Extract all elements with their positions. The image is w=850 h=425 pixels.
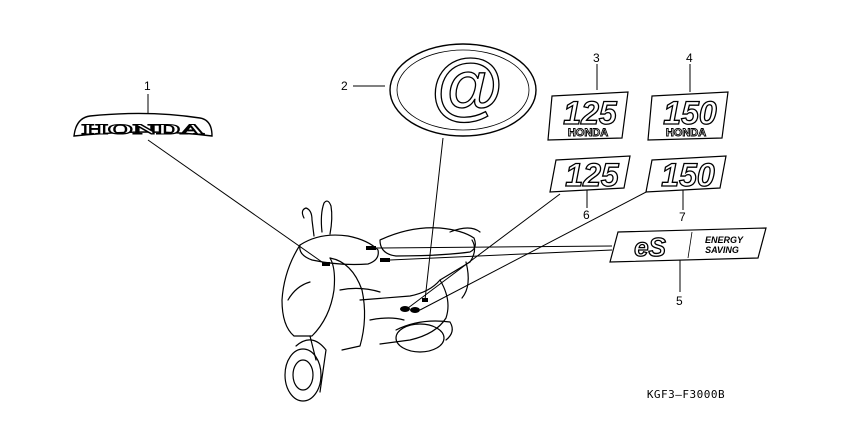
decal-125-number: 125 xyxy=(563,95,618,131)
leader-5b xyxy=(389,249,613,261)
callout-numbers: 1 2 3 4 5 6 7 xyxy=(144,51,693,308)
callout-1: 1 xyxy=(144,79,151,93)
callout-4: 4 xyxy=(686,51,693,65)
decal-150-honda: 150 HONDA xyxy=(647,91,729,141)
energy-saving-logo: eS xyxy=(634,232,666,262)
callout-3: 3 xyxy=(593,51,600,65)
placement-mark-5b xyxy=(380,258,390,262)
decal-honda-emblem: HONDA xyxy=(73,112,213,139)
placement-mark-6 xyxy=(400,306,410,312)
leader-lines xyxy=(147,64,691,311)
placement-mark-7 xyxy=(410,307,420,313)
diagram-code: KGF3–F3000B xyxy=(647,388,725,401)
decal-energy-saving: eS ENERGY SAVING xyxy=(609,227,767,263)
decal-150: 150 xyxy=(645,155,727,194)
placement-mark-1 xyxy=(322,262,330,266)
scooter-illustration xyxy=(281,200,481,402)
leader-2 xyxy=(424,137,444,301)
decal-150-brand: HONDA xyxy=(666,127,706,139)
leader-1 xyxy=(147,139,323,263)
honda-emblem-text: HONDA xyxy=(82,122,204,138)
decal-125-brand: HONDA xyxy=(568,127,608,139)
leader-7 xyxy=(419,189,651,311)
placement-mark-5 xyxy=(366,246,376,250)
callout-6: 6 xyxy=(583,208,590,222)
energy-saving-line2: SAVING xyxy=(705,245,739,255)
decal-125: 125 xyxy=(549,155,631,194)
leader-6 xyxy=(407,193,561,309)
decal-150-number: 150 xyxy=(663,95,717,131)
callout-7: 7 xyxy=(679,210,686,224)
decal-125-honda: 125 HONDA xyxy=(547,91,629,141)
decal-150-plain-number: 150 xyxy=(661,157,715,193)
decal-at-mark: @ xyxy=(389,43,537,137)
at-mark-glyph: @ xyxy=(430,45,502,128)
leader-5a xyxy=(375,245,613,249)
callout-5: 5 xyxy=(676,294,683,308)
callout-2: 2 xyxy=(341,79,348,93)
decal-125-plain-number: 125 xyxy=(565,157,620,193)
energy-saving-line1: ENERGY xyxy=(705,235,744,245)
